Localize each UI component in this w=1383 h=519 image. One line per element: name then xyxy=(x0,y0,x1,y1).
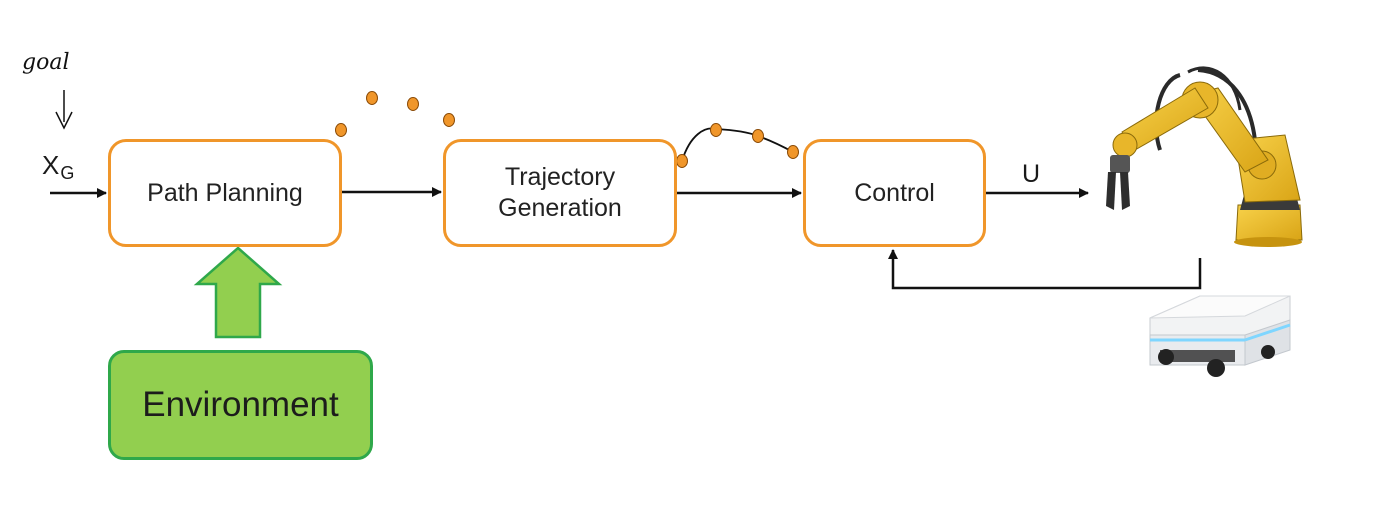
trajectory-curve xyxy=(681,127,794,162)
trajectory-label-line1: Trajectory xyxy=(504,163,616,191)
path-planning-block: Path Planning xyxy=(108,139,342,247)
goal-handwritten-note: goal xyxy=(22,50,70,75)
environment-block: Environment xyxy=(108,350,373,460)
waypoint-dot xyxy=(366,91,378,105)
input-x: X xyxy=(42,150,60,180)
waypoint-dot xyxy=(407,97,419,111)
trajectory-generation-block: Trajectory Generation xyxy=(443,139,677,247)
trajectory-dot xyxy=(752,129,764,143)
trajectory-dot xyxy=(676,154,688,168)
mobile-robot-icon xyxy=(1149,295,1291,377)
feedback-line xyxy=(888,249,1202,290)
trajectory-dot xyxy=(710,123,722,137)
input-xg-label: XG xyxy=(42,150,74,184)
environment-up-arrow xyxy=(193,246,283,339)
output-u-label: U xyxy=(1022,160,1041,188)
trajectory-dot xyxy=(787,145,799,159)
waypoint-dot xyxy=(443,113,455,127)
robot-arm-icon xyxy=(1106,66,1303,247)
control-label: Control xyxy=(854,178,935,207)
environment-label: Environment xyxy=(142,385,339,424)
input-subscript-g: G xyxy=(60,163,75,183)
goal-arrowhead xyxy=(55,111,73,130)
path-planning-label: Path Planning xyxy=(147,178,303,207)
control-block: Control xyxy=(803,139,986,247)
trajectory-label-line2: Generation xyxy=(498,194,622,222)
waypoint-dot xyxy=(335,123,347,137)
